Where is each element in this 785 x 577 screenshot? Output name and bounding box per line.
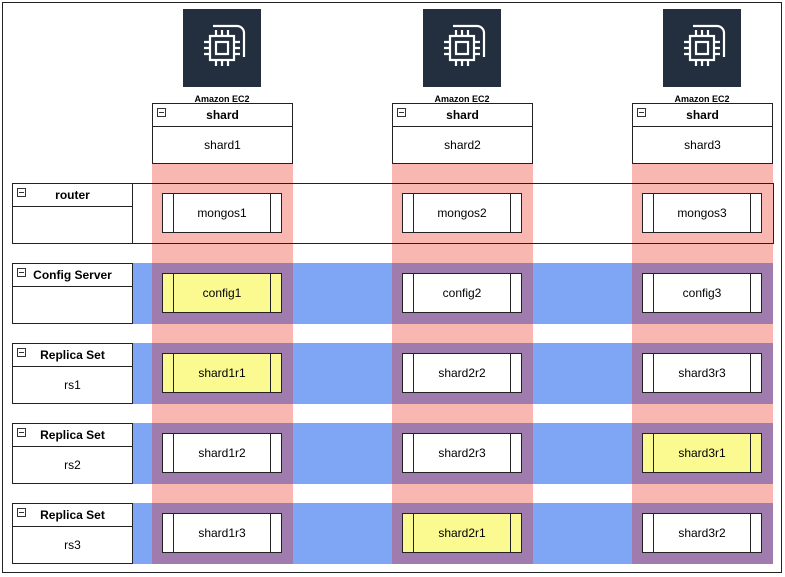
node-shard3r3[interactable]: shard3r3	[642, 353, 762, 393]
row-sub: rs1	[64, 378, 81, 392]
node-mongos2[interactable]: mongos2	[402, 193, 522, 233]
ec2-label-1: Amazon EC2	[172, 94, 272, 105]
shard-title: shard	[206, 108, 239, 122]
row-label-router[interactable]: router	[12, 183, 133, 244]
ec2-icon-3	[663, 9, 741, 87]
ec2-label-3: Amazon EC2	[652, 94, 752, 105]
row-label-rs3[interactable]: Replica Set rs3	[12, 503, 133, 564]
node-config3[interactable]: config3	[642, 273, 762, 313]
collapse-icon[interactable]	[637, 108, 646, 117]
shard-header-3[interactable]: shard shard3	[632, 103, 773, 164]
row-title: Config Server	[33, 268, 112, 282]
collapse-icon[interactable]	[17, 508, 26, 517]
node-mongos1[interactable]: mongos1	[162, 193, 282, 233]
collapse-icon[interactable]	[17, 268, 26, 277]
node-shard3r2[interactable]: shard3r2	[642, 513, 762, 553]
ec2-icon-2	[423, 9, 501, 87]
row-title: Replica Set	[40, 508, 105, 522]
shard-name: shard1	[204, 138, 241, 152]
shard-title: shard	[446, 108, 479, 122]
collapse-icon[interactable]	[157, 108, 166, 117]
chip-icon	[684, 24, 726, 66]
node-shard1r1[interactable]: shard1r1	[162, 353, 282, 393]
row-label-rs2[interactable]: Replica Set rs2	[12, 423, 133, 484]
row-label-rs1[interactable]: Replica Set rs1	[12, 343, 133, 404]
chip-icon	[444, 24, 486, 66]
chip-icon	[204, 24, 246, 66]
shard-title: shard	[686, 108, 719, 122]
ec2-icon-1	[183, 9, 261, 87]
node-shard1r2[interactable]: shard1r2	[162, 433, 282, 473]
row-sub: rs3	[64, 538, 81, 552]
row-title: Replica Set	[40, 348, 105, 362]
collapse-icon[interactable]	[397, 108, 406, 117]
row-title: router	[55, 188, 90, 202]
ec2-label-2: Amazon EC2	[412, 94, 512, 105]
row-sub: rs2	[64, 458, 81, 472]
node-config2[interactable]: config2	[402, 273, 522, 313]
collapse-icon[interactable]	[17, 428, 26, 437]
collapse-icon[interactable]	[17, 188, 26, 197]
node-shard3r1[interactable]: shard3r1	[642, 433, 762, 473]
node-shard1r3[interactable]: shard1r3	[162, 513, 282, 553]
shard-name: shard2	[444, 138, 481, 152]
collapse-icon[interactable]	[17, 348, 26, 357]
shard-header-1[interactable]: shard shard1	[152, 103, 293, 164]
node-shard2r3[interactable]: shard2r3	[402, 433, 522, 473]
row-title: Replica Set	[40, 428, 105, 442]
shard-name: shard3	[684, 138, 721, 152]
node-config1[interactable]: config1	[162, 273, 282, 313]
row-label-config-server[interactable]: Config Server	[12, 263, 133, 324]
shard-header-2[interactable]: shard shard2	[392, 103, 533, 164]
node-shard2r2[interactable]: shard2r2	[402, 353, 522, 393]
node-mongos3[interactable]: mongos3	[642, 193, 762, 233]
node-shard2r1[interactable]: shard2r1	[402, 513, 522, 553]
